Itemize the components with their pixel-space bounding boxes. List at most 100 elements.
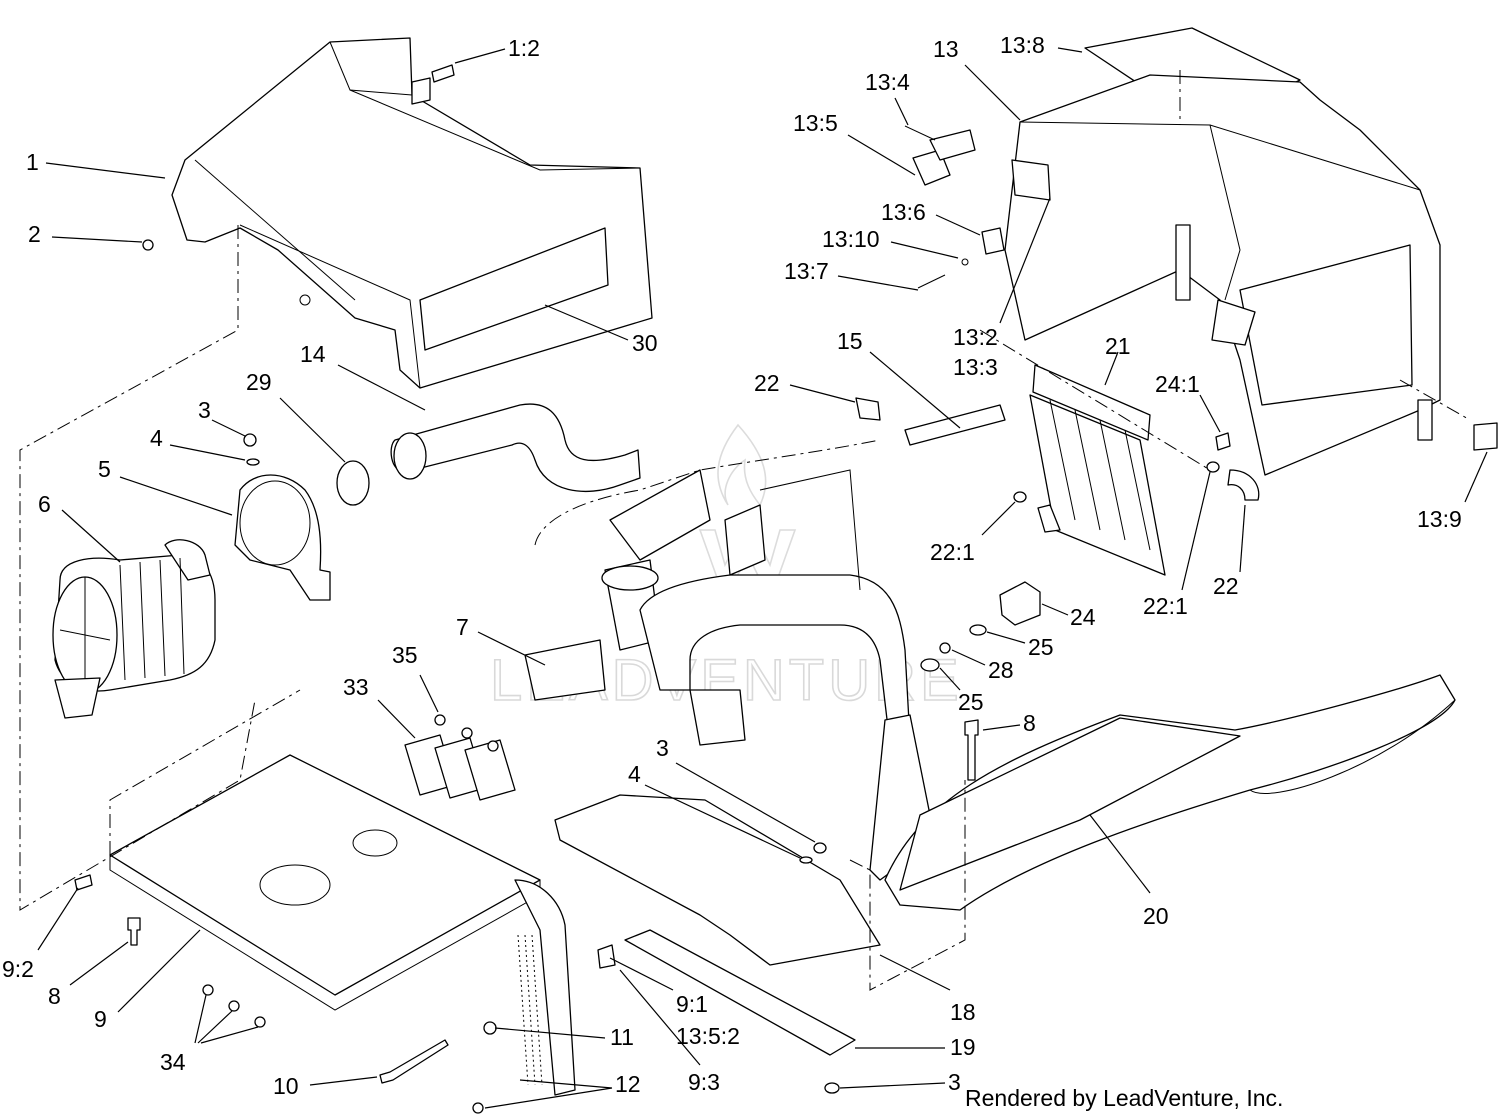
part-clip-9-1 [597, 944, 616, 969]
callout-21: 21 [1105, 333, 1131, 359]
callout-19: 19 [950, 1034, 976, 1060]
callout-4a: 4 [150, 425, 163, 451]
callout-1: 1 [26, 149, 39, 175]
callout-13-2: 13:2 [953, 324, 998, 350]
callout-3a: 3 [198, 397, 211, 423]
part-fitting-22a [855, 397, 881, 421]
part-bolt-12 [472, 1102, 484, 1114]
callout-20: 20 [1143, 903, 1169, 929]
callout-9-3: 9:3 [688, 1069, 720, 1095]
part-nut-11 [483, 1021, 497, 1035]
part-hose [390, 403, 641, 492]
callout-34: 34 [160, 1049, 186, 1075]
part-bolt-8a [127, 917, 141, 946]
callout-13-10: 13:10 [822, 226, 880, 252]
callout-13-7: 13:7 [784, 258, 829, 284]
callout-3c: 3 [948, 1069, 961, 1095]
part-24-1 [1215, 432, 1231, 451]
part-bolt-34c [254, 1016, 266, 1028]
part-bolt-34a [202, 984, 214, 996]
part-upper-cover [171, 37, 653, 389]
callout-14: 14 [300, 341, 326, 367]
callout-10: 10 [273, 1073, 299, 1099]
part-bolt-1-2 [431, 64, 455, 83]
part-strap-19 [624, 929, 856, 1056]
assembly-line-right [849, 780, 966, 991]
callout-13-5: 13:5 [793, 110, 838, 136]
callout-13-4: 13:4 [865, 69, 910, 95]
assembly-line-housing [1179, 70, 1471, 421]
callout-22b: 22 [1213, 573, 1239, 599]
callout-13-8: 13:8 [1000, 32, 1045, 58]
callout-5: 5 [98, 456, 111, 482]
callout-29: 29 [246, 369, 272, 395]
callout-13-5-2: 13:5:2 [676, 1023, 740, 1049]
part-bolt-10 [379, 1039, 449, 1084]
callout-8a: 8 [48, 983, 61, 1009]
callout-24: 24 [1070, 604, 1096, 630]
part-right-housing [1004, 27, 1441, 476]
callout-8b: 8 [1023, 710, 1036, 736]
part-washer-25a [969, 624, 987, 636]
part-relay-block [404, 714, 516, 801]
part-13-9-plate [1473, 422, 1498, 451]
part-nut-3c [824, 1082, 840, 1094]
part-nut-3b [813, 842, 827, 854]
callout-13: 13 [933, 36, 959, 62]
callout-1-2: 1:2 [508, 35, 540, 61]
part-radiator [1029, 364, 1166, 576]
callout-2: 2 [28, 221, 41, 247]
rendered-by-credit: Rendered by LeadVenture, Inc. [965, 1085, 1283, 1111]
callout-18: 18 [950, 999, 976, 1025]
part-28 [939, 642, 951, 654]
assembly-line-left [19, 225, 256, 911]
callout-35: 35 [392, 642, 418, 668]
callouts: 1:2 1 2 30 14 29 3 4 5 6 7 33 35 9:2 8 9 [2, 32, 1488, 1109]
part-fitting-22b [1227, 469, 1260, 501]
callout-25a: 25 [1028, 634, 1054, 660]
callout-30: 30 [632, 330, 658, 356]
callout-6: 6 [38, 491, 51, 517]
part-washer-4b [799, 856, 813, 864]
callout-9: 9 [94, 1006, 107, 1032]
part-tray [109, 754, 576, 1096]
part-clip-9-2 [74, 874, 93, 891]
callout-9-1: 9:1 [676, 991, 708, 1017]
part-air-cleaner [52, 539, 216, 719]
callout-9-2: 9:2 [2, 956, 34, 982]
callout-28: 28 [988, 657, 1014, 683]
assembly-line-radiator [979, 329, 1211, 471]
callout-3b: 3 [656, 735, 669, 761]
callout-22-1a: 22:1 [930, 539, 975, 565]
callout-13-6: 13:6 [881, 199, 926, 225]
callout-22a: 22 [754, 370, 780, 396]
callout-33: 33 [343, 674, 369, 700]
callout-22-1b: 22:1 [1143, 593, 1188, 619]
part-muffler [884, 674, 1456, 911]
part-washer-4a [246, 458, 260, 466]
callout-13-9: 13:9 [1417, 506, 1462, 532]
assembly-line-tray [109, 689, 301, 855]
part-hose-end [393, 432, 427, 480]
callout-12: 12 [615, 1071, 641, 1097]
part-air-cleaner-bracket [234, 474, 331, 601]
part-24-block [999, 581, 1041, 626]
part-tube [904, 404, 1006, 446]
callout-24-1: 24:1 [1155, 371, 1200, 397]
part-bolt-8b [964, 719, 979, 781]
callout-4b: 4 [628, 761, 641, 787]
part-nut-3a [243, 433, 257, 447]
part-bolt-2 [142, 239, 154, 251]
callout-11: 11 [610, 1024, 634, 1050]
part-22-1b [1206, 461, 1220, 473]
callout-13-3: 13:3 [953, 354, 998, 380]
part-22-1a [1013, 491, 1027, 503]
part-bolt-34b [228, 1000, 240, 1012]
part-guard-18 [554, 794, 881, 966]
callout-7: 7 [456, 614, 469, 640]
callout-25b: 25 [958, 689, 984, 715]
part-hose-clamp [336, 460, 370, 506]
callout-15: 15 [837, 328, 863, 354]
part-latch [904, 125, 1005, 289]
